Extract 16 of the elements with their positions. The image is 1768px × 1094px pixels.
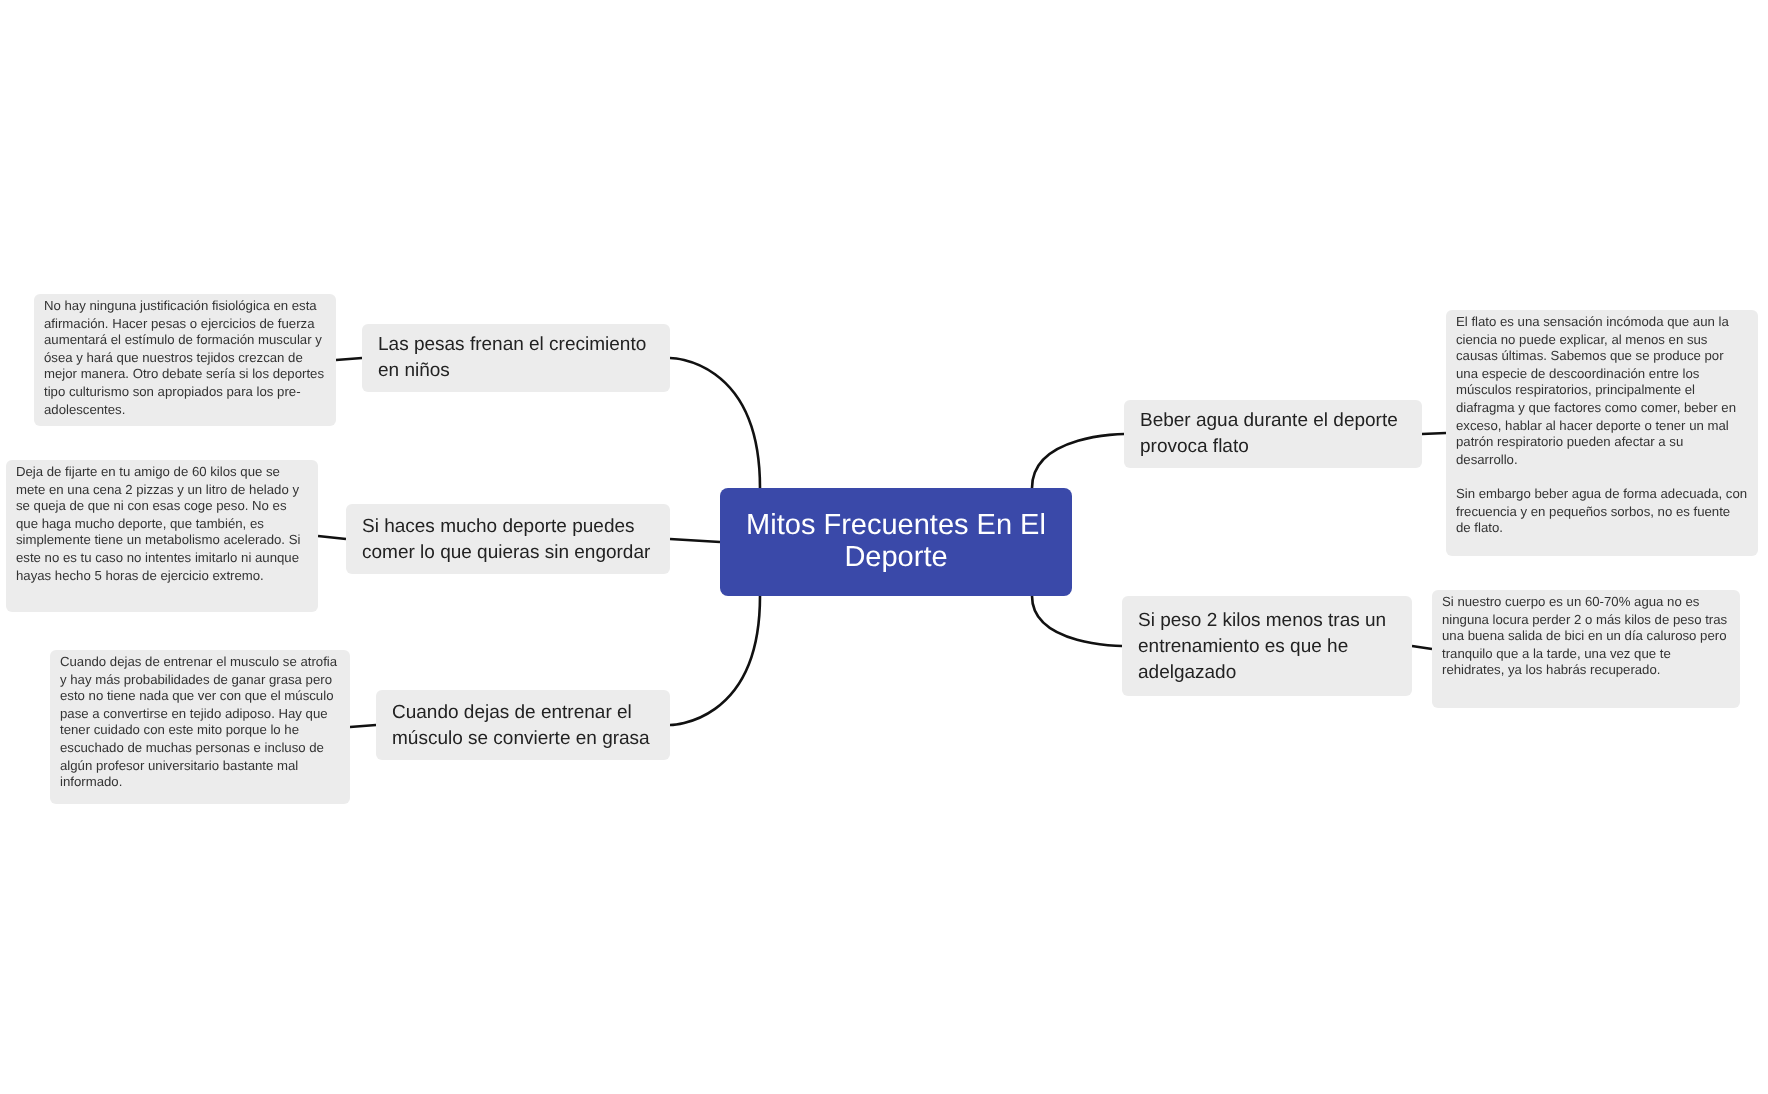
connector-line: [1421, 431, 1447, 436]
topic-box: Beber agua durante el deporte provoca flato: [1124, 400, 1422, 468]
connector-line: [349, 723, 377, 729]
connector-line: [669, 537, 721, 544]
connector-line: [1030, 595, 1123, 648]
central-topic-box: Mitos Frecuentes En El Deporte: [720, 488, 1072, 596]
topic-box: Las pesas frenan el crecimiento en niños: [362, 324, 670, 392]
connector-line: [317, 534, 347, 541]
connector-line: [669, 595, 762, 727]
topic-box: Si haces mucho deporte puedes comer lo que quieras sin engordar: [346, 504, 670, 574]
connector-line: [1411, 644, 1433, 651]
connector-line: [669, 356, 762, 489]
topic-box: Si peso 2 kilos menos tras un entrenamiento es que he adelgazado: [1122, 596, 1412, 696]
connector-line: [1030, 432, 1125, 489]
connector-line: [335, 356, 363, 362]
topic-box: Cuando dejas de entrenar el músculo se convierte en grasa: [376, 690, 670, 760]
